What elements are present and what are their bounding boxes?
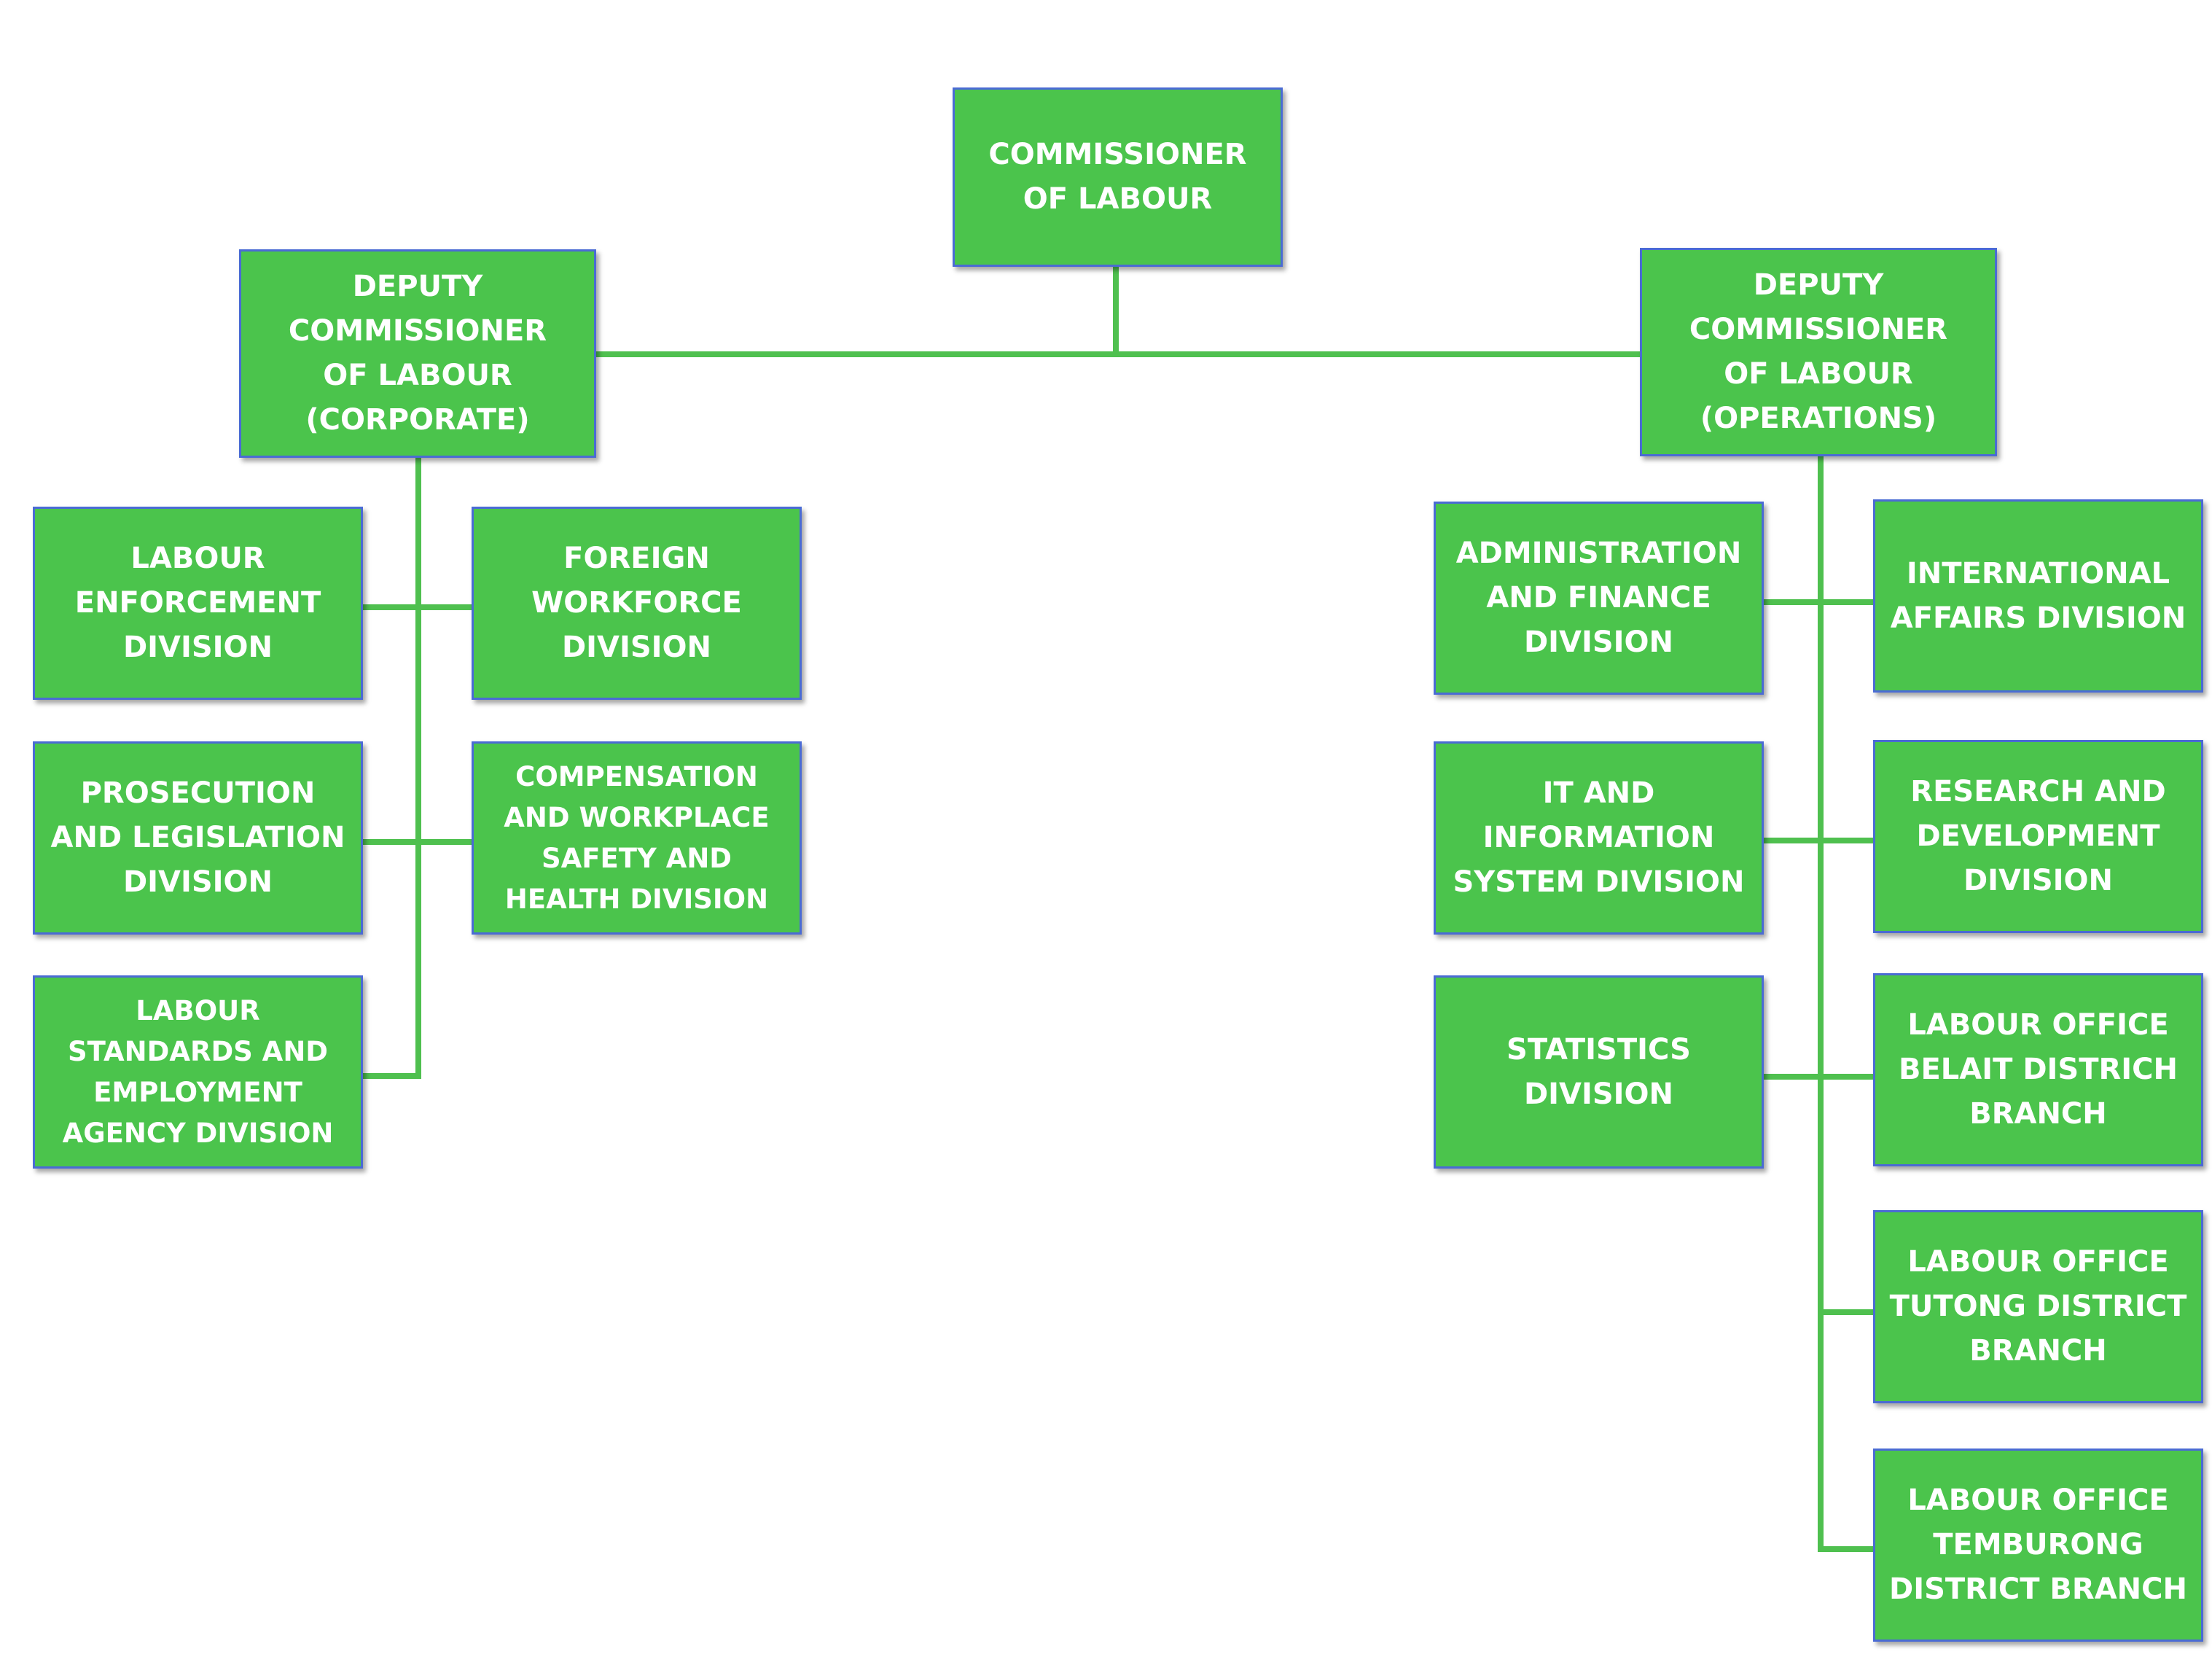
labour-office-temburong-label: LABOUR OFFICE TEMBURONG DISTRICT BRANCH — [1889, 1483, 2187, 1606]
connector-corporate-spine — [415, 456, 421, 1079]
labour-standards-division-label: LABOUR STANDARDS AND EMPLOYMENT AGENCY D… — [62, 994, 334, 1149]
deputy-corporate-box: DEPUTY COMMISSIONER OF LABOUR (CORPORATE… — [239, 249, 596, 458]
it-information-system-division-label: IT AND INFORMATION SYSTEM DIVISION — [1453, 776, 1745, 899]
international-affairs-division-label: INTERNATIONAL AFFAIRS DIVISION — [1890, 556, 2186, 635]
connector-deputies-horizontal — [594, 351, 1641, 357]
administration-finance-division-box: ADMINISTRATION AND FINANCE DIVISION — [1434, 502, 1764, 695]
it-information-system-division-box: IT AND INFORMATION SYSTEM DIVISION — [1434, 741, 1764, 935]
connector-corporate-row3 — [361, 1073, 421, 1079]
connector-operations-spine — [1818, 455, 1824, 1552]
connector-operations-row1 — [1764, 599, 1875, 605]
prosecution-legislation-division-label: PROSECUTION AND LEGISLATION DIVISION — [50, 776, 345, 899]
labour-enforcement-division-box: LABOUR ENFORCEMENT DIVISION — [33, 507, 363, 700]
connector-corporate-row2 — [361, 839, 473, 845]
administration-finance-division-label: ADMINISTRATION AND FINANCE DIVISION — [1455, 537, 1742, 659]
deputy-operations-label: DEPUTY COMMISSIONER OF LABOUR (OPERATION… — [1689, 268, 1948, 435]
foreign-workforce-division-box: FOREIGN WORKFORCE DIVISION — [472, 507, 802, 700]
statistics-division-label: STATISTICS DIVISION — [1506, 1032, 1691, 1111]
labour-office-temburong-box: LABOUR OFFICE TEMBURONG DISTRICT BRANCH — [1873, 1449, 2203, 1642]
labour-office-tutong-label: LABOUR OFFICE TUTONG DISTRICT BRANCH — [1889, 1245, 2187, 1368]
deputy-operations-box: DEPUTY COMMISSIONER OF LABOUR (OPERATION… — [1640, 248, 1997, 456]
prosecution-legislation-division-box: PROSECUTION AND LEGISLATION DIVISION — [33, 741, 363, 935]
labour-office-belait-label: LABOUR OFFICE BELAIT DISTRICH BRANCH — [1898, 1008, 2178, 1131]
international-affairs-division-box: INTERNATIONAL AFFAIRS DIVISION — [1873, 499, 2203, 693]
foreign-workforce-division-label: FOREIGN WORKFORCE DIVISION — [531, 542, 742, 664]
compensation-safety-division-label: COMPENSATION AND WORKPLACE SAFETY AND HE… — [504, 760, 770, 915]
research-development-division-label: RESEARCH AND DEVELOPMENT DIVISION — [1910, 775, 2166, 897]
connector-root-down — [1113, 266, 1119, 357]
labour-standards-division-box: LABOUR STANDARDS AND EMPLOYMENT AGENCY D… — [33, 975, 363, 1169]
commissioner-label: COMMISSIONER OF LABOUR — [988, 138, 1247, 216]
labour-office-tutong-box: LABOUR OFFICE TUTONG DISTRICT BRANCH — [1873, 1210, 2203, 1403]
connector-operations-row4 — [1818, 1309, 1875, 1315]
connector-operations-row2 — [1764, 838, 1875, 843]
compensation-safety-division-box: COMPENSATION AND WORKPLACE SAFETY AND HE… — [472, 741, 802, 935]
labour-office-belait-box: LABOUR OFFICE BELAIT DISTRICH BRANCH — [1873, 973, 2203, 1166]
statistics-division-box: STATISTICS DIVISION — [1434, 975, 1764, 1169]
connector-operations-row5 — [1818, 1546, 1875, 1552]
labour-enforcement-division-label: LABOUR ENFORCEMENT DIVISION — [74, 542, 321, 664]
connector-operations-row3 — [1764, 1074, 1875, 1080]
connector-corporate-row1 — [361, 604, 473, 610]
deputy-corporate-label: DEPUTY COMMISSIONER OF LABOUR (CORPORATE… — [288, 270, 547, 437]
commissioner-box: COMMISSIONER OF LABOUR — [953, 87, 1283, 267]
research-development-division-box: RESEARCH AND DEVELOPMENT DIVISION — [1873, 740, 2203, 933]
